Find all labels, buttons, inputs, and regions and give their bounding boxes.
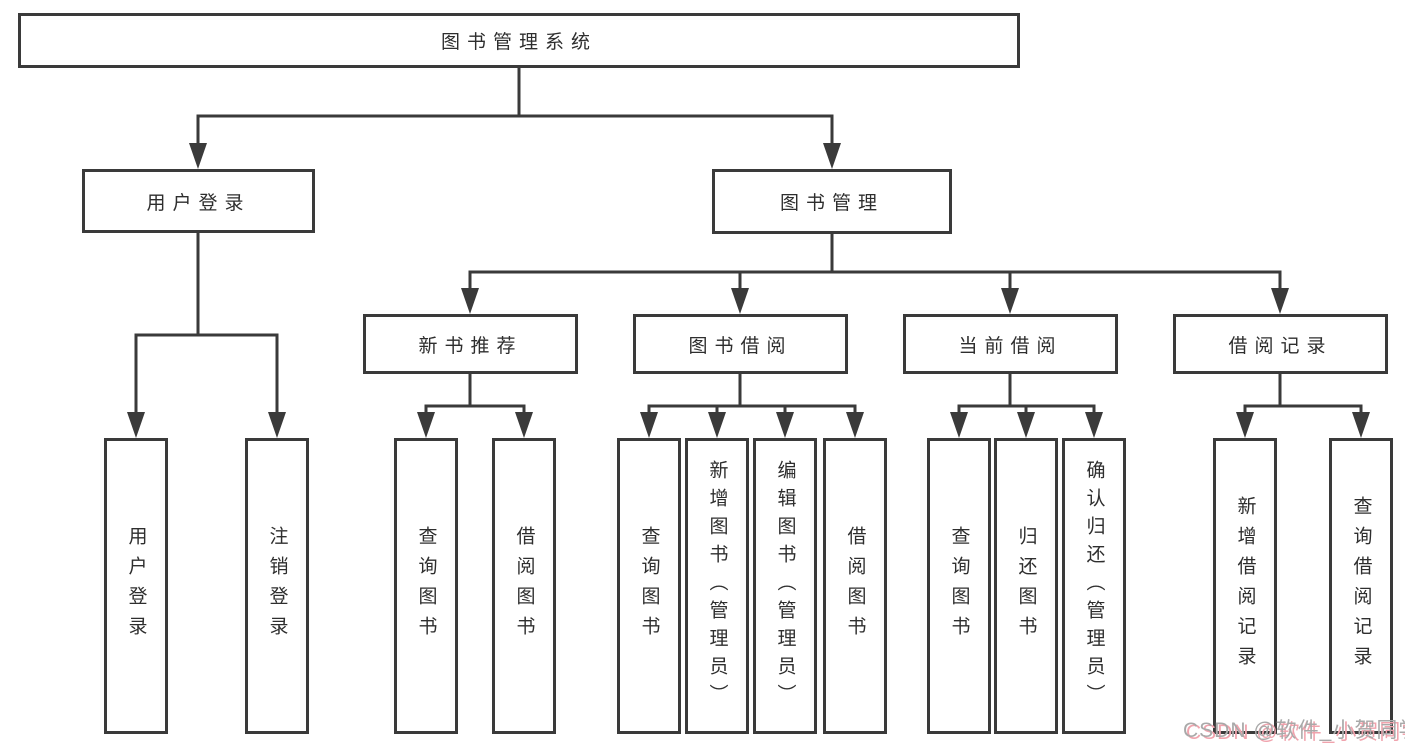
leaf-user-login: 用户登录: [104, 438, 168, 734]
leaf-current-query-books-label: 查询图书: [948, 526, 970, 646]
connector-root-to-level2: [189, 68, 841, 169]
arrowhead: [189, 143, 207, 169]
arrowhead: [268, 412, 286, 438]
leaf-borrow-query-books: 查询图书: [617, 438, 681, 734]
leaf-recommend-borrow-books-label: 借阅图书: [513, 526, 535, 646]
arrowhead: [708, 412, 726, 438]
leaf-records-query-record: 查询借阅记录: [1329, 438, 1393, 734]
arrowhead: [1271, 288, 1289, 314]
leaf-current-confirm-return-admin-label: 确认归还（管理员）: [1083, 460, 1105, 712]
arrowhead: [127, 412, 145, 438]
leaf-user-login-label: 用户登录: [125, 526, 147, 646]
arrowhead: [1236, 412, 1254, 438]
arrowhead: [1352, 412, 1370, 438]
arrowhead: [1017, 412, 1035, 438]
arrowhead: [950, 412, 968, 438]
node-book-management: 图书管理: [712, 169, 952, 234]
connector-new-book-recommend-to-leaves: [417, 374, 533, 438]
watermark-text: CSDN @软件_小贺同学: [1183, 719, 1405, 742]
leaf-records-add-record-label: 新增借阅记录: [1234, 496, 1256, 676]
arrowhead: [417, 412, 435, 438]
leaf-borrow-edit-books-admin-label: 编辑图书（管理员）: [774, 460, 796, 712]
node-book-borrow-label: 图书借阅: [688, 335, 793, 357]
leaf-borrow-query-books-label: 查询图书: [638, 526, 660, 646]
leaf-borrow-add-books-admin: 新增图书（管理员）: [685, 438, 749, 734]
arrowhead: [823, 143, 841, 169]
node-borrow-records: 借阅记录: [1173, 314, 1388, 374]
node-borrow-records-label: 借阅记录: [1228, 335, 1333, 357]
connector-user-login-to-leaves: [127, 233, 286, 438]
arrowhead: [515, 412, 533, 438]
leaf-logout-label: 注销登录: [266, 526, 288, 646]
leaf-recommend-query-books-label: 查询图书: [415, 526, 437, 646]
node-new-book-recommend: 新书推荐: [363, 314, 578, 374]
leaf-recommend-borrow-books: 借阅图书: [492, 438, 556, 734]
connector-book-borrow-to-leaves: [640, 374, 864, 438]
node-root: 图书管理系统: [18, 13, 1020, 68]
leaf-logout: 注销登录: [245, 438, 309, 734]
leaf-current-query-books: 查询图书: [927, 438, 991, 734]
arrowhead: [461, 288, 479, 314]
node-book-management-label: 图书管理: [779, 193, 884, 214]
leaf-recommend-query-books: 查询图书: [394, 438, 458, 734]
leaf-current-confirm-return-admin: 确认归还（管理员）: [1062, 438, 1126, 734]
connector-borrow-records-to-leaves: [1236, 374, 1370, 438]
leaf-borrow-add-books-admin-label: 新增图书（管理员）: [706, 460, 728, 712]
arrowhead: [776, 412, 794, 438]
leaf-borrow-borrow-books-label: 借阅图书: [844, 526, 866, 646]
arrowhead: [640, 412, 658, 438]
node-user-login: 用户登录: [82, 169, 315, 233]
connector-current-borrow-to-leaves: [950, 374, 1103, 438]
leaf-borrow-borrow-books: 借阅图书: [823, 438, 887, 734]
leaf-current-return-books-label: 归还图书: [1015, 526, 1037, 646]
leaf-current-return-books: 归还图书: [994, 438, 1058, 734]
arrowhead: [731, 288, 749, 314]
connector-book-management-to-level3: [461, 234, 1289, 314]
node-current-borrow: 当前借阅: [903, 314, 1118, 374]
leaf-records-add-record: 新增借阅记录: [1213, 438, 1277, 734]
node-root-label: 图书管理系统: [440, 32, 597, 53]
node-new-book-recommend-label: 新书推荐: [418, 335, 523, 357]
node-book-borrow: 图书借阅: [633, 314, 848, 374]
watermark: CSDN @软件_小贺同学: [1183, 714, 1405, 744]
node-user-login-label: 用户登录: [146, 192, 251, 214]
arrowhead: [1001, 288, 1019, 314]
arrowhead: [846, 412, 864, 438]
leaf-records-query-record-label: 查询借阅记录: [1350, 496, 1372, 676]
leaf-borrow-edit-books-admin: 编辑图书（管理员）: [753, 438, 817, 734]
node-current-borrow-label: 当前借阅: [958, 335, 1063, 357]
arrowhead: [1085, 412, 1103, 438]
